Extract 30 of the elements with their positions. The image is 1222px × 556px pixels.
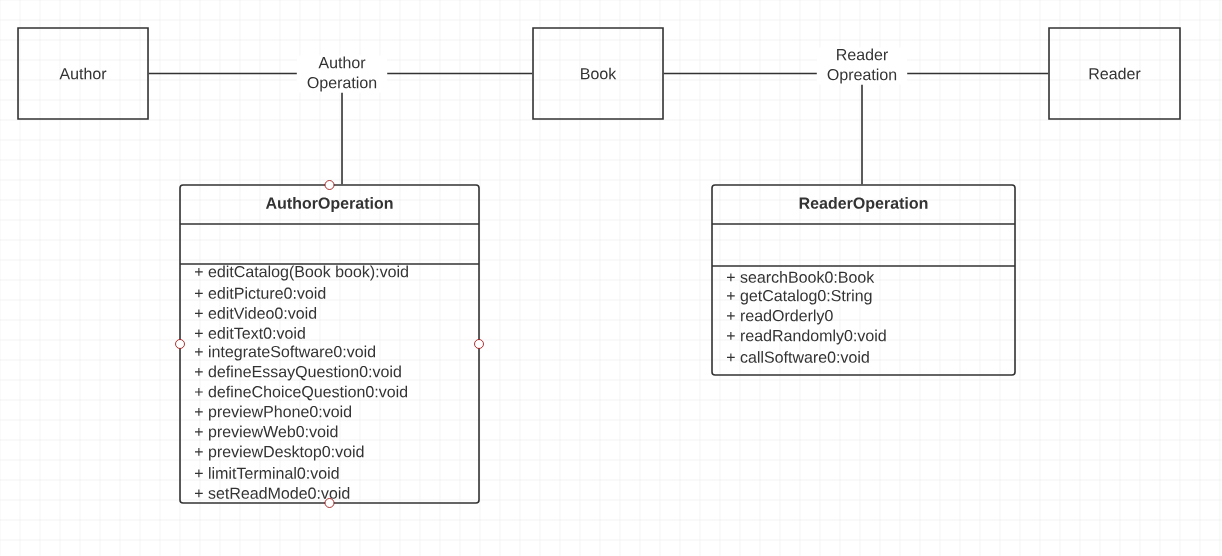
class-name: ReaderOperation — [799, 197, 928, 212]
method-signature: + previewDesktop0:void — [195, 445, 364, 461]
method-signature: + editCatalog(Book book):void — [195, 265, 408, 281]
method-signature: + previewPhone0:void — [195, 405, 352, 421]
method-signature: + readOrderly0 — [727, 309, 833, 325]
connector-line — [663, 72, 818, 75]
connector-line — [341, 91, 343, 185]
entity-box: Book — [532, 27, 664, 120]
method-signature: + defineChoiceQuestion0:void — [195, 385, 408, 401]
connector-line — [861, 83, 863, 185]
connector-line — [906, 72, 1049, 75]
connector-line — [148, 72, 298, 75]
method-signature: + setReadMode0:void — [195, 487, 350, 499]
method-signature: + limitTerminal0:void — [195, 467, 339, 479]
entity-box: Reader — [1048, 27, 1181, 120]
class-name: AuthorOperation — [265, 197, 393, 212]
method-signature: + previewWeb0:void — [195, 425, 338, 441]
association-label: Author Operation — [297, 55, 387, 93]
method-signature: + editVideo0:void — [195, 307, 317, 319]
method-signature: + readRandomly0:void — [727, 329, 886, 345]
method-signature: + editText0:void — [195, 327, 305, 339]
method-signature: + callSoftware0:void — [727, 351, 869, 363]
method-signature: + searchBook0:Book — [727, 271, 875, 283]
method-signature: + integrateSoftware0:void — [195, 345, 376, 361]
association-label: Reader Opreation — [817, 47, 907, 85]
entity-box: Author — [17, 27, 149, 120]
connector-line — [386, 72, 533, 75]
method-signature: + editPicture0:void — [195, 287, 326, 299]
method-signature: + defineEssayQuestion0:void — [195, 365, 401, 381]
method-signature: + getCatalog0:String — [727, 289, 872, 305]
